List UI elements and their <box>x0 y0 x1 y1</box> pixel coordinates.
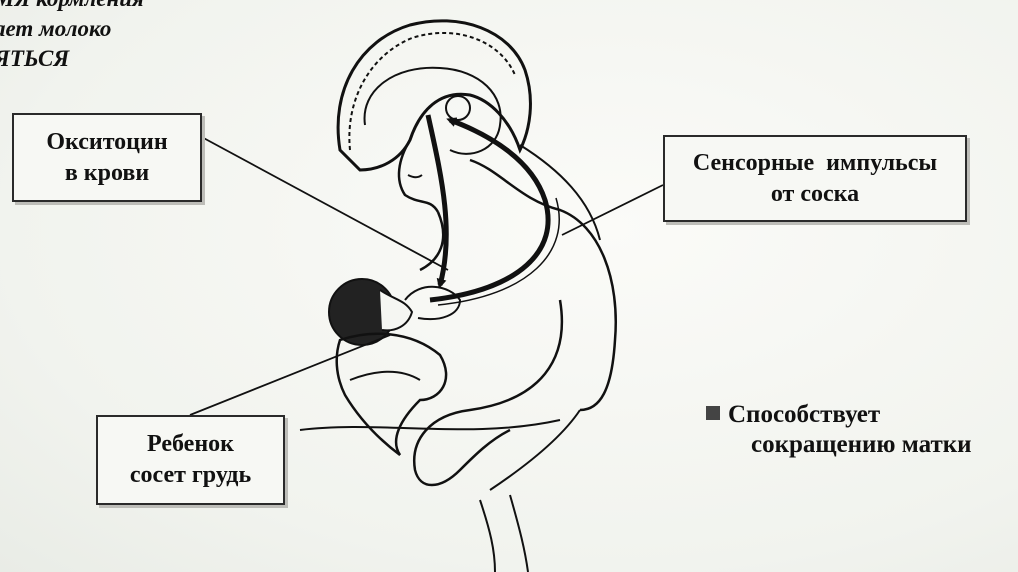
effect-line-1: Способствует <box>728 401 880 428</box>
title-line-2: ает молоко <box>0 14 144 44</box>
slide-title: МЯ кормления ает молоко ЯТЬСЯ <box>0 0 144 74</box>
oxytocin-label-box: Окситоцин в крови <box>12 113 202 202</box>
square-bullet-icon <box>706 406 720 420</box>
baby-label-line-1: Ребенок <box>98 429 283 460</box>
mother-arm <box>414 300 562 485</box>
oxytocin-leader <box>198 135 448 270</box>
oxytocin-arrow <box>428 115 446 285</box>
mother-body <box>420 160 616 410</box>
sensory-label-line-1: Сенсорные импульсы <box>665 148 965 179</box>
title-line-1: МЯ кормления <box>0 0 144 14</box>
baby-leader <box>190 335 390 415</box>
baby-blanket <box>337 334 446 455</box>
uterus-effect-note: Способствует сокращению матки <box>706 400 972 460</box>
title-line-3: ЯТЬСЯ <box>0 44 144 74</box>
baby-sucks-label-box: Ребенок сосет грудь <box>96 415 285 505</box>
baby-label-line-2: сосет грудь <box>98 460 283 491</box>
effect-line-2: сокращению матки <box>706 430 972 460</box>
oxytocin-label-line-1: Окситоцин <box>14 127 200 158</box>
sensory-impulses-label-box: Сенсорные импульсы от соска <box>663 135 967 222</box>
oxytocin-label-line-2: в крови <box>14 158 200 189</box>
sensory-leader <box>562 185 663 235</box>
sensory-label-line-2: от соска <box>665 179 965 210</box>
